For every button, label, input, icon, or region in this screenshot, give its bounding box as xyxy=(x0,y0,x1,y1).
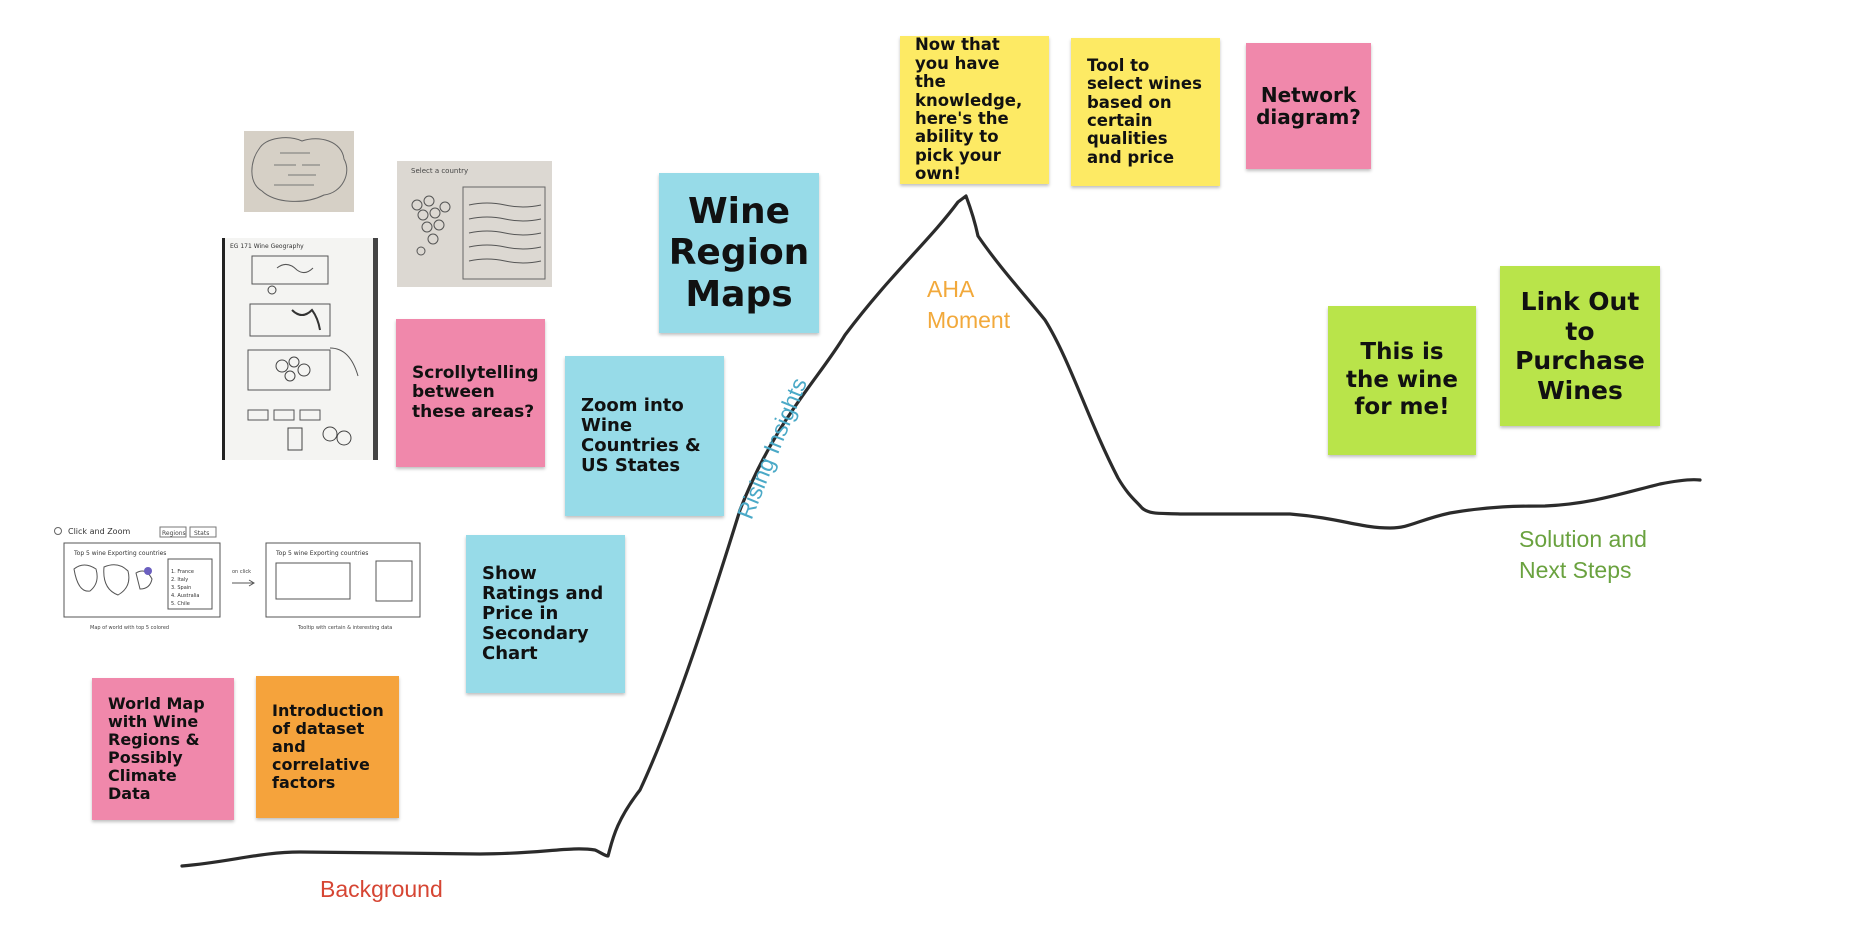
storyboard-frame xyxy=(247,409,269,421)
sketch-panel xyxy=(462,186,546,280)
wireframe-list-item: 4. Australia xyxy=(171,593,199,599)
sketch-bullet xyxy=(54,527,62,535)
solution-next-steps-label: Solution and Next Steps xyxy=(1519,526,1647,584)
storyboard-scribble xyxy=(276,264,314,274)
aha-moment-label: AHA Moment xyxy=(927,276,1011,334)
storyboard-frame xyxy=(247,349,331,391)
sticky-note-ratings[interactable]: Show Ratings and Price in Secondary Char… xyxy=(466,535,625,693)
sticky-note-text: Show Ratings and Price in Secondary Char… xyxy=(482,562,604,665)
sticky-note-text: Tool to select wines based on certain qu… xyxy=(1087,55,1202,167)
sticky-note-this-wine[interactable]: This is the wine for me! xyxy=(1328,306,1476,455)
wireframe-caption: Tooltip with certain & interesting data xyxy=(297,625,392,631)
sticky-note-zoom[interactable]: Zoom into Wine Countries & US States xyxy=(565,356,724,516)
wireframe-map-box xyxy=(275,562,351,600)
storyboard-frame xyxy=(287,427,303,451)
sticky-note-text: Network diagram? xyxy=(1256,82,1361,129)
sketch-paper xyxy=(244,131,354,212)
sticky-note-network[interactable]: Network diagram? xyxy=(1246,43,1371,169)
wireframe-tab xyxy=(189,526,217,538)
wireframe-heading: Top 5 wine Exporting countries xyxy=(73,550,166,557)
scribble-text xyxy=(274,152,320,186)
background-label: Background xyxy=(320,876,443,902)
sketch-photo-click-zoom-wireframe: Click and Zoom Regions Stats Top 5 wine … xyxy=(54,526,421,631)
grape xyxy=(421,221,433,233)
storyboard-frame xyxy=(273,409,295,421)
wireframe-list-item: 1. France xyxy=(171,569,194,575)
storyboard-scribble xyxy=(291,308,321,331)
sketch-title: EG 171 Wine Geography xyxy=(230,243,304,250)
wireframe-list-item: 5. Chile xyxy=(171,601,190,607)
grape xyxy=(433,219,445,231)
wireframe-list-item: 2. Italy xyxy=(171,577,188,583)
sketch-photo-grape-cluster: Select a country xyxy=(397,161,552,287)
grape xyxy=(416,246,426,256)
grape xyxy=(417,209,429,221)
sticky-note-text: Zoom into Wine Countries & US States xyxy=(581,394,701,477)
sticky-note-world-map[interactable]: World Map with Wine Regions & Possibly C… xyxy=(92,678,234,820)
storyboard-bubble xyxy=(336,430,352,446)
wireframe-panel xyxy=(63,542,221,618)
sticky-note-link-out[interactable]: Link Out to Purchase Wines xyxy=(1500,266,1660,426)
wireframe-heading: Top 5 wine Exporting countries xyxy=(275,550,368,557)
sketch-photo-thought-bubble xyxy=(244,131,354,212)
storyboard-bubble xyxy=(322,426,338,442)
sticky-note-text: World Map with Wine Regions & Possibly C… xyxy=(108,694,205,803)
sticky-note-text: Now that you have the knowledge, here's … xyxy=(915,35,1023,184)
sticky-note-text: Introduction of dataset and correlative … xyxy=(272,701,384,792)
storyboard-bubble xyxy=(288,356,300,368)
wireframe-panel xyxy=(265,542,421,618)
sketch-paper-edge xyxy=(222,238,225,460)
sticky-note-text: Link Out to Purchase Wines xyxy=(1515,287,1645,405)
sticky-note-text: Scrollytelling between these areas? xyxy=(412,363,539,422)
thought-bubble-outline xyxy=(251,137,348,202)
wireframe-list-box xyxy=(167,558,213,610)
wireframe-tab xyxy=(159,526,187,538)
grape xyxy=(411,199,423,211)
sticky-note-tool[interactable]: Tool to select wines based on certain qu… xyxy=(1071,38,1220,186)
wireframe-arrow xyxy=(232,579,255,587)
sketch-photo-storyboard: EG 171 Wine Geography xyxy=(222,238,378,460)
sketch-wave-lines xyxy=(468,202,542,264)
wireframe-arrow-label: on click xyxy=(232,569,251,575)
storyboard-frame xyxy=(249,303,331,337)
storyboard-frame xyxy=(251,255,329,285)
storyboard-bubble xyxy=(297,363,311,377)
wireframe-tab-label: Regions xyxy=(162,530,186,537)
sticky-note-knowledge[interactable]: Now that you have the knowledge, here's … xyxy=(900,35,1049,184)
sticky-note-intro-dataset[interactable]: Introduction of dataset and correlative … xyxy=(256,676,399,818)
grape xyxy=(429,207,441,219)
wireframe-caption: Map of world with top 5 colored xyxy=(90,625,169,631)
wireframe-map-shape xyxy=(73,564,153,596)
sketch-paper xyxy=(222,238,378,460)
sticky-note-scrollytelling[interactable]: Scrollytelling between these areas? xyxy=(396,319,545,467)
grape xyxy=(427,233,439,245)
wireframe-tooltip-box xyxy=(375,560,413,602)
sketch-paper-edge xyxy=(373,238,378,460)
sticky-note-region-maps[interactable]: Wine Region Maps xyxy=(659,173,819,333)
grape xyxy=(439,201,451,213)
sticky-note-text: This is the wine for me! xyxy=(1345,339,1459,421)
sketch-title: Select a country xyxy=(411,167,468,175)
sticky-note-text: Wine Region Maps xyxy=(668,190,810,315)
wireframe-list-item: 3. Spain xyxy=(171,585,191,591)
grape xyxy=(423,195,435,207)
storyboard-arrow xyxy=(329,347,359,377)
storyboard-bubble xyxy=(284,370,296,382)
story-arc-line xyxy=(180,194,1702,868)
storyboard-dot xyxy=(267,285,277,295)
wireframe-highlight xyxy=(144,567,152,575)
wireframe-title: Click and Zoom xyxy=(68,527,130,536)
storyboard-bubble xyxy=(275,359,289,373)
sketch-paper xyxy=(397,161,552,287)
storyboard-frame xyxy=(299,409,321,421)
wireframe-tab-label: Stats xyxy=(194,530,209,537)
